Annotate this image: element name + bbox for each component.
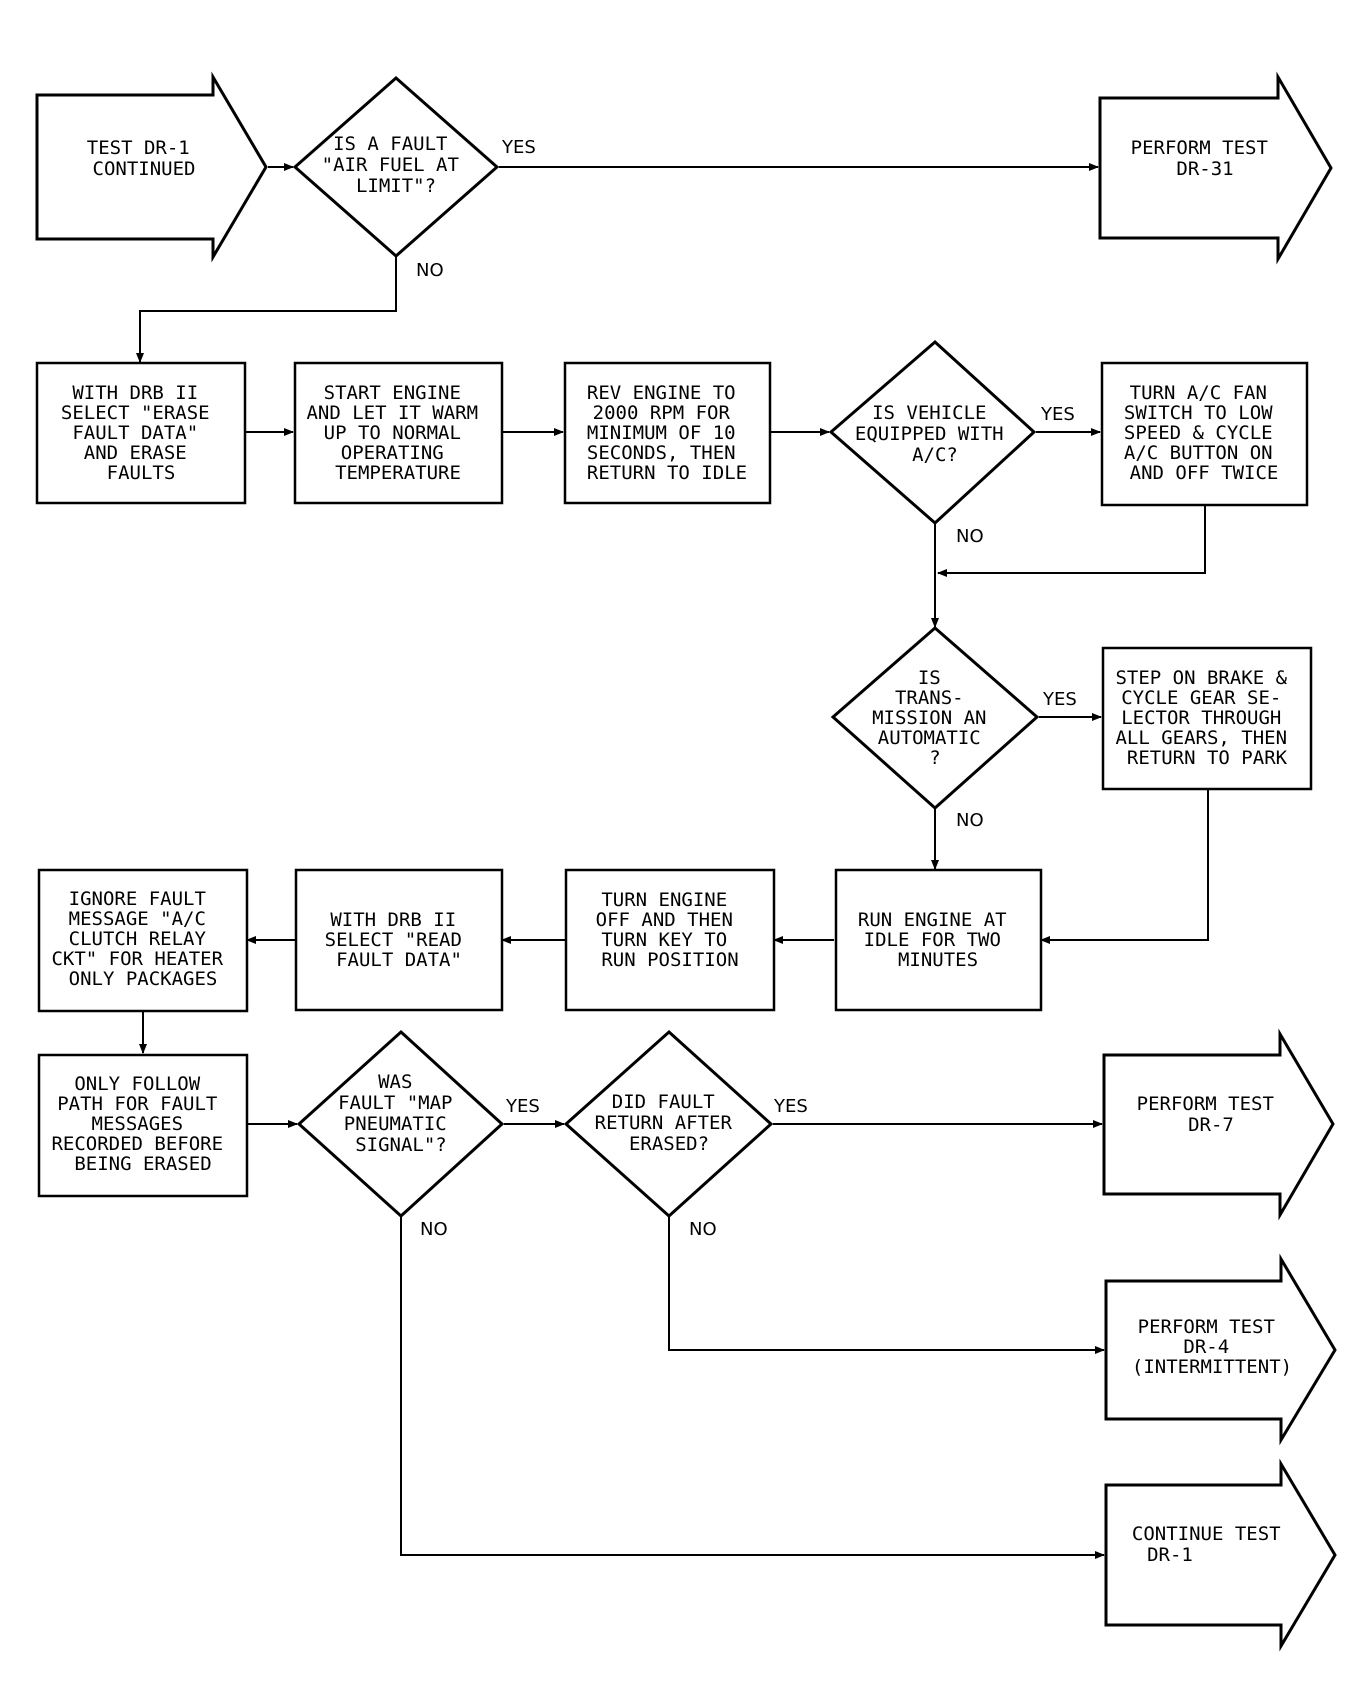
label-no-ac: NO: [956, 526, 984, 547]
step-only-follow-path: ONLY FOLLOW PATH FOR FAULT MESSAGES RECO…: [37, 1053, 249, 1198]
step-brake-cycle-gears: STEP ON BRAKE & CYCLE GEAR SE- LECTOR TH…: [1101, 646, 1313, 791]
end-perform-test-dr31: PERFORM TEST DR-31: [1098, 71, 1333, 265]
step-run-engine-idle: RUN ENGINE AT IDLE FOR TWO MINUTES: [834, 868, 1043, 1012]
svg-text:RUN ENGINE AT IDLE FOR T: RUN ENGINE AT IDLE FOR TWO MINUTES: [858, 909, 1018, 971]
svg-text:CONTINUE TEST DR-1: CONTINUE TEST DR-1: [1132, 1523, 1292, 1566]
connector-q-air-fuel-no: [136, 256, 397, 363]
connector-q-return-no: [668, 1216, 1105, 1354]
step-start-engine: START ENGINE AND LET IT WARM UP TO NORMA…: [293, 361, 504, 505]
step-rev-engine: REV ENGINE TO 2000 RPM FOR MINIMUM OF 10…: [563, 361, 772, 505]
label-no-air-fuel: NO: [416, 260, 444, 281]
connectors: [136, 163, 1209, 1559]
step-read-fault-data: WITH DRB II SELECT "READ FAULT DATA": [294, 868, 504, 1012]
step-ac-fan-cycle: TURN A/C FAN SWITCH TO LOW SPEED & CYCLE…: [1100, 361, 1309, 507]
label-yes-air-fuel: YES: [501, 137, 536, 158]
svg-text:PERFORM TEST DR-4: PERFORM TEST DR-4 (INTERMITTENT): [1132, 1316, 1292, 1378]
start-node: TEST DR-1 CONTINUED: [35, 71, 268, 263]
svg-text:WITH DRB II SELECT "ERAS: WITH DRB II SELECT "ERASE FAULT DATA" AN…: [61, 382, 221, 484]
end-continue-test-dr1: CONTINUE TEST DR-1: [1104, 1458, 1337, 1652]
label-yes-return: YES: [773, 1096, 808, 1117]
step-ignore-fault-message: IGNORE FAULT MESSAGE "A/C CLUTCH RELAY C…: [37, 868, 249, 1013]
svg-text:TURN ENGINE OFF AND THEN: TURN ENGINE OFF AND THEN TURN KEY TO RUN…: [596, 889, 745, 971]
decision-map-pneumatic-signal: WAS FAULT "MAP PNEUMATIC SIGNAL"?: [296, 1029, 505, 1219]
step-turn-engine-off: TURN ENGINE OFF AND THEN TURN KEY TO RUN…: [564, 868, 776, 1012]
svg-text:STEP ON BRAKE & CYCLE GE: STEP ON BRAKE & CYCLE GEAR SE- LECTOR TH…: [1115, 667, 1298, 769]
svg-text:START ENGINE AND LET IT: START ENGINE AND LET IT WARM UP TO NORMA…: [306, 382, 489, 484]
svg-text:WAS FAULT "MAP PNE: WAS FAULT "MAP PNEUMATIC SIGNAL"?: [338, 1071, 464, 1156]
label-no-return: NO: [689, 1219, 717, 1240]
end-perform-test-dr4: PERFORM TEST DR-4 (INTERMITTENT): [1104, 1253, 1337, 1446]
label-yes-map: YES: [505, 1096, 540, 1117]
svg-text:IS A FAULT "AIR FUEL AT: IS A FAULT "AIR FUEL AT LIMIT"?: [322, 133, 471, 197]
svg-text:DID FAULT RETURN AFTER: DID FAULT RETURN AFTER ERASED?: [595, 1091, 744, 1155]
svg-text:REV ENGINE TO 2000 RPM F: REV ENGINE TO 2000 RPM FOR MINIMUM OF 10…: [587, 382, 747, 484]
svg-text:WITH DRB II SELECT "READ: WITH DRB II SELECT "READ FAULT DATA": [325, 909, 474, 971]
connector-brake-return: [1040, 789, 1209, 944]
svg-text:PERFORM TEST DR-31: PERFORM TEST DR-31: [1131, 137, 1280, 180]
connector-ac-fan-return: [937, 505, 1206, 577]
svg-text:TURN A/C FAN SWITCH TO L: TURN A/C FAN SWITCH TO LOW SPEED & CYCLE…: [1124, 382, 1284, 484]
decision-air-fuel-at-limit: IS A FAULT "AIR FUEL AT LIMIT"?: [292, 76, 500, 258]
start-node-text: TEST DR-1 CONTINUED: [87, 137, 201, 180]
svg-text:PERFORM TEST DR-7: PERFORM TEST DR-7: [1137, 1093, 1286, 1136]
svg-text:IGNORE FAULT MESSAGE "A/: IGNORE FAULT MESSAGE "A/C CLUTCH RELAY C…: [51, 888, 234, 990]
svg-text:ONLY FOLLOW PATH FOR FAU: ONLY FOLLOW PATH FOR FAULT MESSAGES RECO…: [51, 1073, 234, 1175]
decision-vehicle-ac: IS VEHICLE EQUIPPED WITH A/C?: [828, 339, 1037, 526]
connector-q-map-no: [400, 1216, 1105, 1559]
svg-text:IS TRANS- MISSION: IS TRANS- MISSION AN AUTOMATIC ?: [872, 667, 998, 769]
step-erase-fault-data: WITH DRB II SELECT "ERASE FAULT DATA" AN…: [35, 361, 247, 505]
label-no-map: NO: [420, 1219, 448, 1240]
label-yes-automatic: YES: [1042, 689, 1077, 710]
end-perform-test-dr7: PERFORM TEST DR-7: [1102, 1028, 1335, 1221]
decision-automatic-transmission: IS TRANS- MISSION AN AUTOMATIC ?: [830, 626, 1040, 811]
label-no-automatic: NO: [956, 810, 984, 831]
label-yes-ac: YES: [1040, 404, 1075, 425]
svg-text:IS VEHICLE EQUIPPED WITH: IS VEHICLE EQUIPPED WITH A/C?: [855, 402, 1015, 466]
decision-fault-return-after-erased: DID FAULT RETURN AFTER ERASED?: [563, 1029, 774, 1219]
